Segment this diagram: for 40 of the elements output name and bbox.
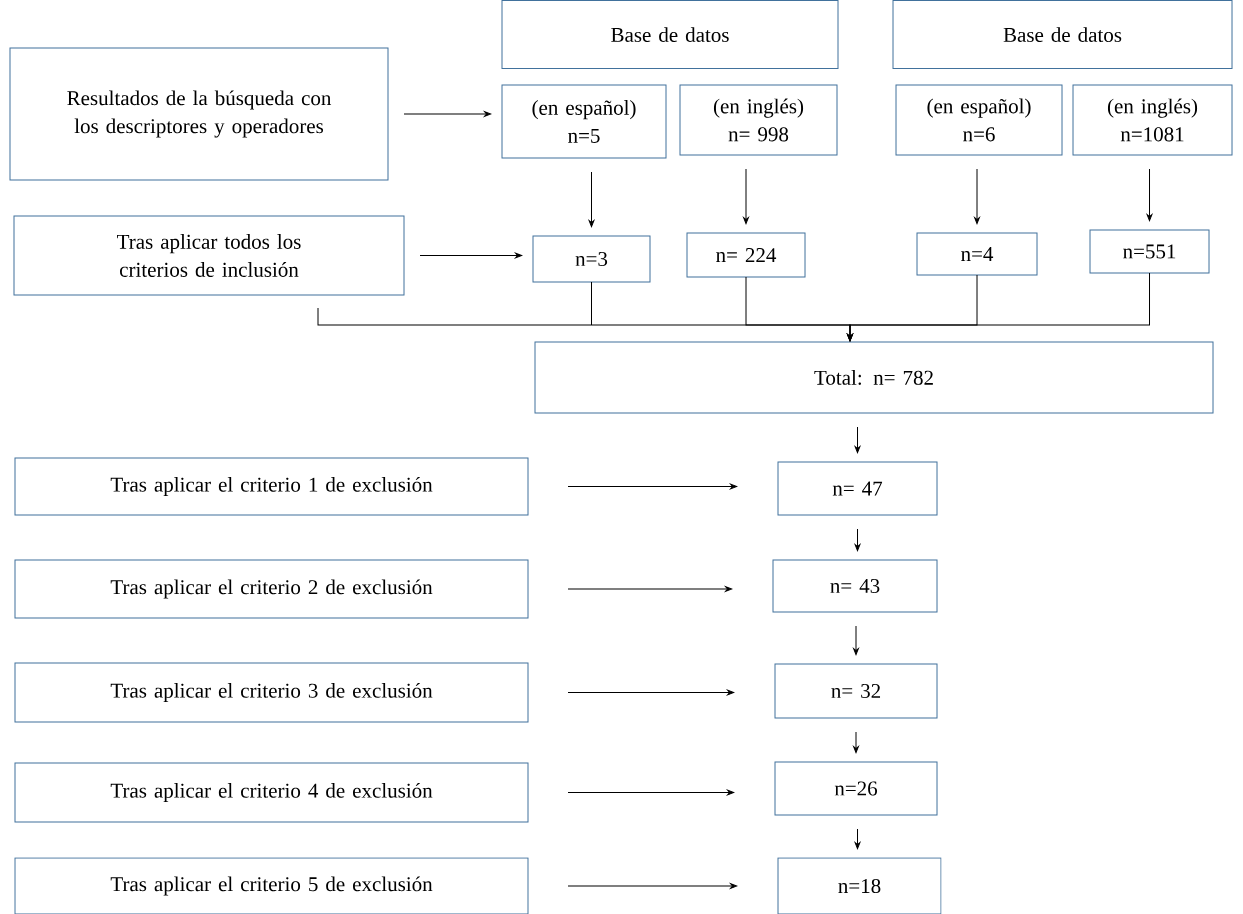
arrow	[853, 625, 859, 656]
flow-box: n= 43	[772, 559, 938, 613]
flow-box: Base de datos	[892, 0, 1233, 69]
arrow	[854, 828, 861, 850]
arrow	[567, 689, 735, 696]
flow-box: n= 32	[774, 663, 938, 719]
arrow	[854, 426, 861, 454]
flow-box: Base de datos	[501, 0, 839, 69]
flow-box: Tras aplicar todos los criterios de inclusión	[13, 215, 405, 296]
arrow	[567, 883, 738, 889]
flow-box: Tras aplicar el criterio 4 de exclusión	[14, 762, 529, 823]
arrow	[853, 731, 859, 754]
arrow	[1146, 168, 1153, 222]
arrow	[974, 168, 980, 225]
arrow	[567, 483, 738, 490]
flow-box: (en español) n=5	[501, 84, 667, 159]
flow-box: Tras aplicar el criterio 2 de exclusión	[14, 559, 529, 619]
arrow	[588, 171, 595, 228]
flow-box: n=18	[777, 857, 942, 914]
flow-box: n=3	[532, 235, 651, 283]
flow-box: Tras aplicar el criterio 5 de exclusión	[14, 857, 529, 914]
flow-box: n=551	[1089, 229, 1210, 274]
flow-box: n=26	[774, 761, 938, 816]
flow-box: (en español) n=6	[895, 84, 1063, 156]
flow-box: Resultados de la búsqueda con los descriptores y operadores	[9, 47, 389, 181]
flow-box: (en inglés) n=1081	[1072, 84, 1233, 156]
arrow	[847, 272, 1150, 342]
arrow	[419, 252, 523, 259]
flow-box: Tras aplicar el criterio 1 de exclusión	[14, 457, 529, 516]
arrow	[743, 168, 749, 225]
flow-box: n= 224	[686, 232, 806, 278]
flow-box: Tras aplicar el criterio 3 de exclusión	[14, 662, 529, 723]
flow-box: (en inglés) n= 998	[679, 84, 838, 156]
arrow	[403, 111, 492, 117]
arrow	[567, 586, 733, 592]
arrow	[854, 528, 861, 552]
arrow	[567, 789, 735, 796]
flow-box: Total: n= 782	[534, 341, 1214, 414]
flow-box: n=4	[916, 232, 1038, 276]
flow-box: n= 47	[777, 461, 938, 516]
